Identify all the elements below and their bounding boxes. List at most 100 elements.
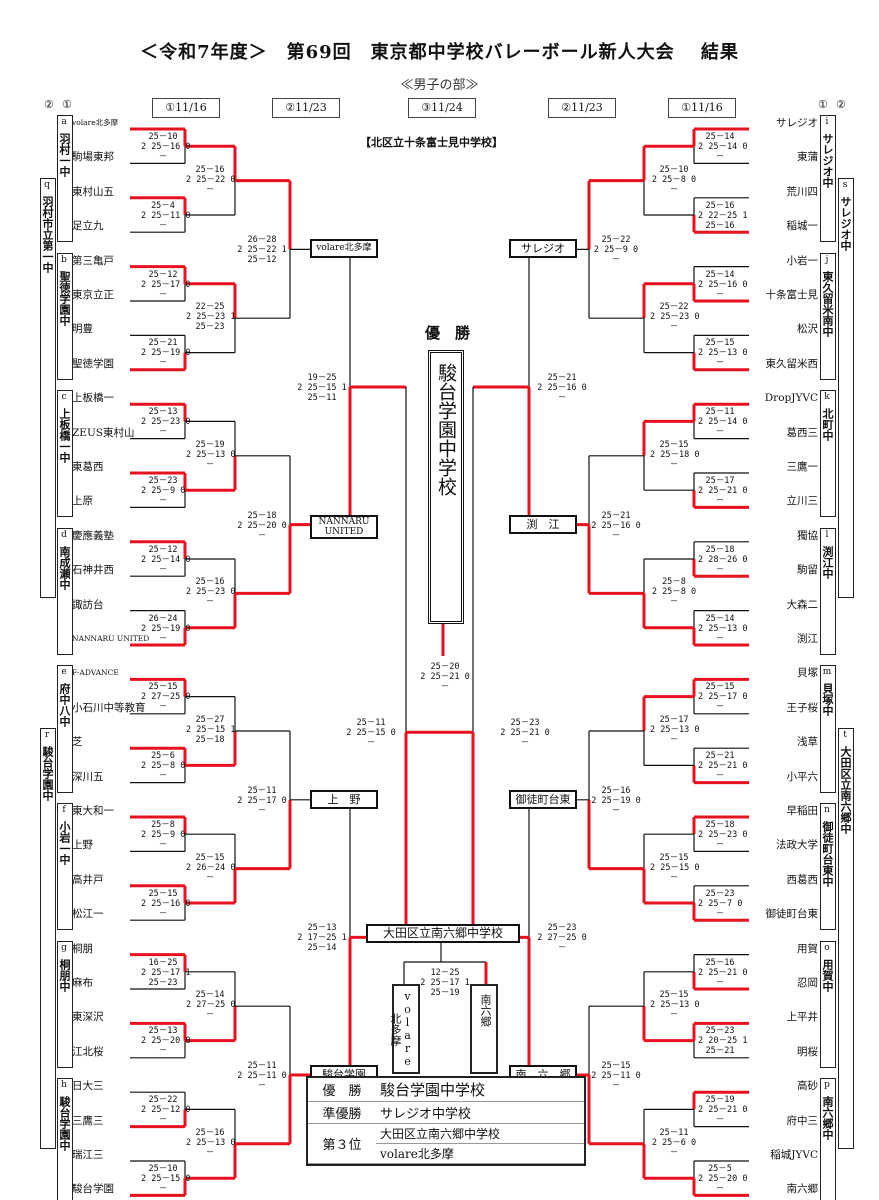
group-school: 聖徳学園中 <box>58 270 71 326</box>
round-label-right-2: ②11/23 <box>548 98 616 118</box>
group-frame <box>57 803 73 931</box>
group-frame <box>57 252 73 380</box>
group-school: 羽村一中 <box>58 133 71 177</box>
team-name: 深川五 <box>72 770 104 783</box>
score: 25－11 2 25－11 0 － <box>237 1061 287 1091</box>
team-name: 慶應義塾 <box>72 529 114 542</box>
score: 25－14 2 25－16 0 － <box>698 269 748 300</box>
result-row-1: 優 勝駿台学園中学校 <box>308 1078 584 1102</box>
team-name: 桐朋 <box>72 942 93 955</box>
team-name: 芝 <box>72 736 83 749</box>
team-name: 瑞江三 <box>72 1149 104 1161</box>
team-name: 江北桜 <box>72 1045 104 1058</box>
score: 25－15 2 25－16 0 － <box>141 888 190 919</box>
score: 25－11 2 25－15 0 － <box>346 718 396 749</box>
group-frame <box>820 803 836 931</box>
champion-name: 駿台学園中学校 <box>435 363 457 496</box>
group-letter: q <box>44 179 50 190</box>
group-frame <box>57 940 73 1068</box>
score: 25－5 2 25－20 0 － <box>698 1164 748 1194</box>
score: 25－16 2 25－21 0 － <box>698 957 748 988</box>
score: 25－15 2 25－15 0 － <box>650 852 700 883</box>
score: 25－23 2 25－9 0 － <box>141 476 186 506</box>
team-name: 東久留米西 <box>765 357 819 370</box>
group-letter: m <box>822 667 832 678</box>
group-school: 小岩一中 <box>58 821 71 865</box>
group-frame <box>820 252 836 380</box>
team-name: 第三亀戸 <box>72 254 114 267</box>
team-name: 上平井 <box>786 1011 819 1024</box>
group-letter: t <box>843 730 847 741</box>
group-letter: c <box>61 392 67 403</box>
division-title: ≪男子の部≫ <box>400 78 479 93</box>
result-value: 駿台学園中学校 <box>376 1078 584 1102</box>
group-school: 貝塚中 <box>821 683 834 717</box>
team-name: 御徒町台東 <box>765 908 819 921</box>
group-letter: h <box>61 1080 67 1091</box>
group-school: 上板橋一中 <box>58 408 71 464</box>
team-name: 大森二 <box>786 598 819 611</box>
group-frame <box>820 940 836 1068</box>
group-letter: p <box>824 1080 830 1091</box>
group-school: 南六郷中 <box>821 1096 834 1141</box>
score: 25－23 2 25－7 0 － <box>698 888 743 919</box>
group-frame <box>57 665 73 793</box>
group-frame <box>820 390 836 518</box>
team-name: 松江一 <box>72 908 104 921</box>
score: 25－22 2 25－12 0 － <box>141 1095 191 1126</box>
results-table: 優 勝駿台学園中学校 準優勝サレジオ中学校 第３位大田区立南六郷中学校 vola… <box>306 1076 586 1166</box>
score: 26－28 2 25－22 1 25－12 <box>237 235 287 266</box>
score: 25－4 2 25－11 0 － <box>141 200 191 231</box>
score: 25－13 2 25－20 0 － <box>141 1026 190 1057</box>
team-name: 高井戸 <box>72 873 104 886</box>
group-letter: k <box>824 392 830 403</box>
score: 25－12 2 25－14 0 － <box>141 544 191 575</box>
qf-winner-box: 渕 江 <box>509 514 577 534</box>
group-letter: a <box>61 117 67 127</box>
group-letter: f <box>62 805 66 815</box>
result-label: 優 勝 <box>308 1078 376 1102</box>
score: 25－19 2 25－13 0 － <box>186 439 236 470</box>
result-label: 第３位 <box>308 1123 376 1164</box>
group-school: サレジオ中 <box>839 195 852 251</box>
group-frame <box>820 527 836 655</box>
group-letter: l <box>825 529 829 540</box>
round-label-center-3: ③11/24 <box>408 98 476 118</box>
venue: 【北区立十条富士見中学校】 <box>360 136 503 149</box>
team-name: 駒場東邦 <box>72 151 114 164</box>
group-school: 用賀中 <box>821 958 834 992</box>
score: 25－18 2 28－26 0 － <box>698 544 748 575</box>
group-letter: d <box>61 529 67 540</box>
score: 25－20 2 25－21 0 － <box>420 662 470 692</box>
result-value: volare北多摩 <box>376 1143 584 1164</box>
score: 12－25 2 25－17 1 25－19 <box>420 968 470 998</box>
team-name: 日大三 <box>72 1080 104 1093</box>
third-right-name: 南六郷 <box>479 994 492 1027</box>
score: 26－24 2 25－19 0 － <box>141 613 190 644</box>
team-name: 十条富士見 <box>765 289 819 301</box>
team-name: 明桜 <box>797 1045 818 1058</box>
team-name: 東蒲 <box>797 151 818 164</box>
score: 25－18 2 25－20 0 － <box>237 510 287 541</box>
score: 25－15 2 25－18 0 － <box>650 439 700 470</box>
score: 25－21 2 25－16 0 － <box>537 373 587 403</box>
group-letter: s <box>842 179 848 190</box>
group-letter: b <box>61 254 67 265</box>
group-letter: r <box>44 730 50 741</box>
score: 25－27 2 25－15 1 25－18 <box>186 715 236 745</box>
team-name: 三鷹三 <box>72 1114 104 1127</box>
score: 25－14 2 25－14 0 － <box>698 132 748 162</box>
team-name: 稲城JYVC <box>770 1149 818 1161</box>
group-school: 府中八中 <box>58 683 71 728</box>
col-label-right-inner: ① <box>818 98 828 111</box>
team-name: 法政大学 <box>776 839 818 852</box>
team-name: 葛西三 <box>786 426 819 439</box>
third-place-winner-box: 大田区立南六郷中学校 <box>366 924 520 943</box>
team-name: 石神井西 <box>72 564 114 577</box>
score: 22－25 2 25－23 1 25－23 <box>186 302 236 333</box>
result-value: 大田区立南六郷中学校 <box>376 1123 584 1144</box>
score: 25－16 2 25－23 0 － <box>186 577 236 608</box>
group-frame-outer <box>838 728 854 1149</box>
score: 25－18 2 25－23 0 － <box>698 820 748 850</box>
